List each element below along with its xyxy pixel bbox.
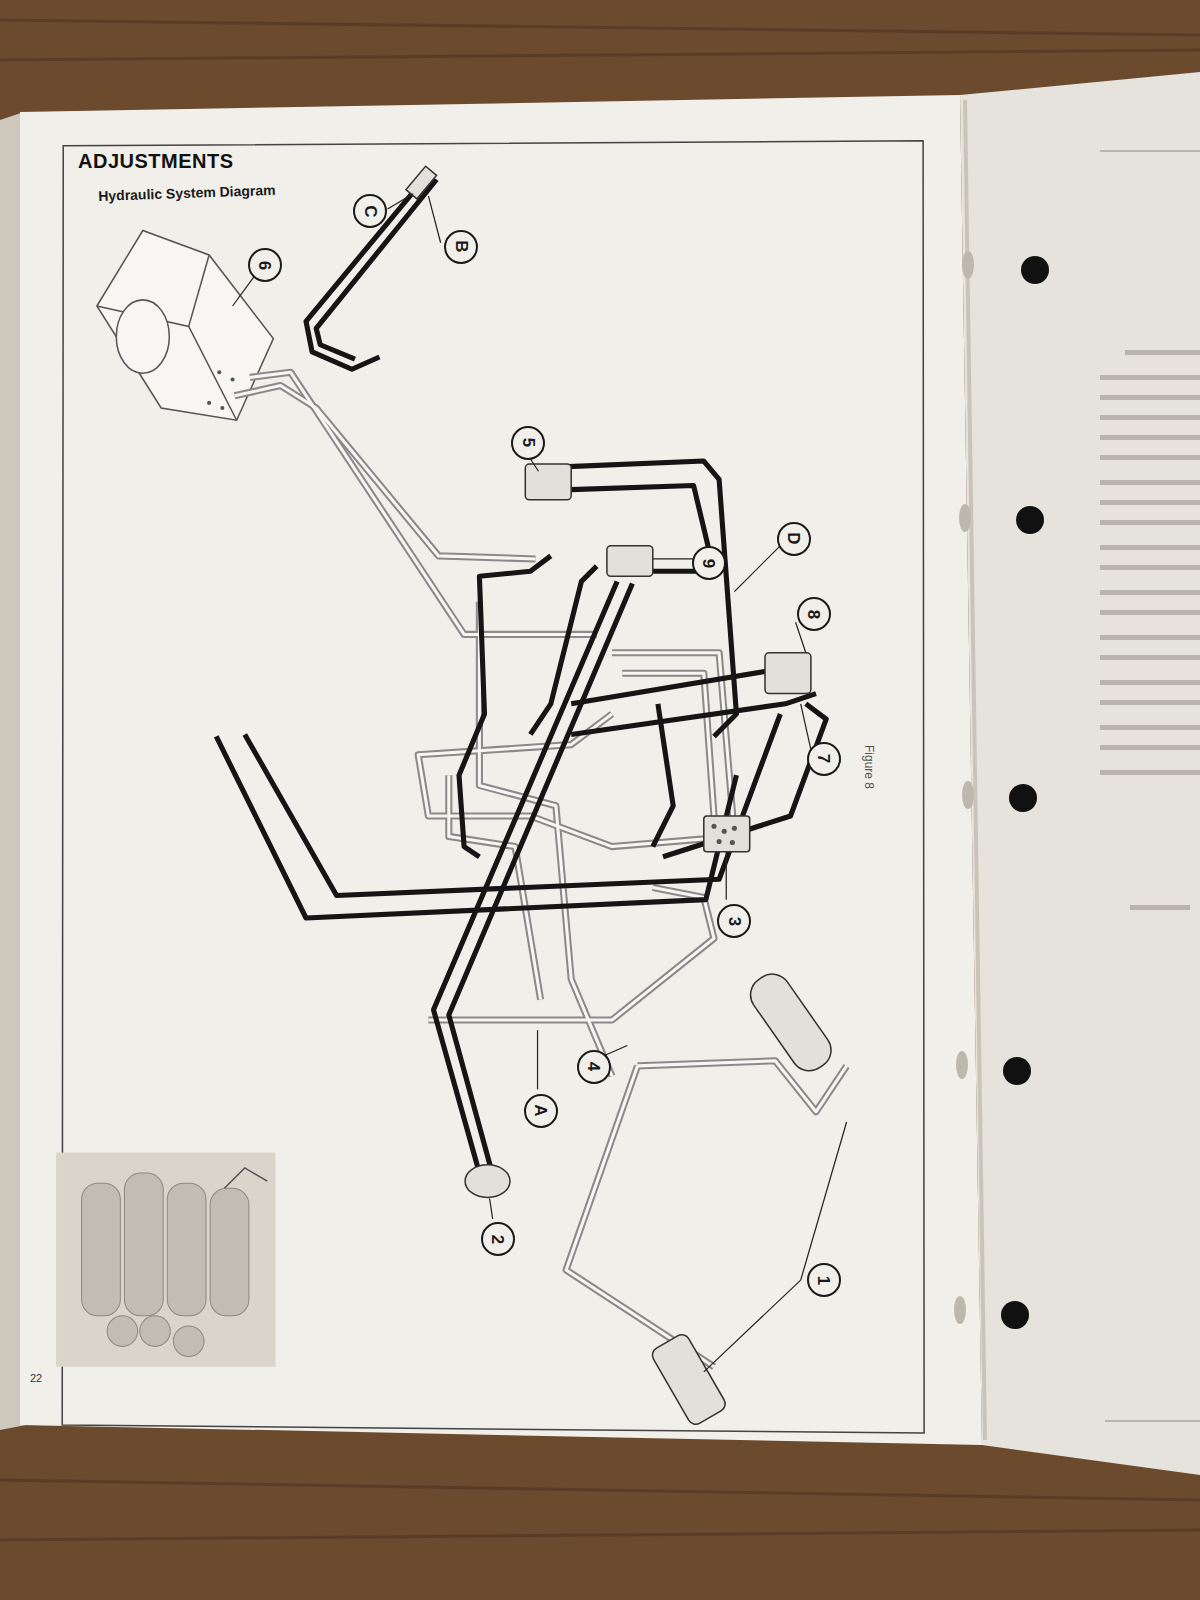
callout-circle: B [444, 230, 478, 264]
section-heading: ADJUSTMENTS [78, 150, 234, 173]
callout-circle: 2 [481, 1222, 515, 1256]
callout-circle: 6 [248, 248, 282, 282]
callout-circle: 8 [797, 597, 831, 631]
callout-number: D [785, 532, 802, 544]
callout-number: B [453, 241, 470, 253]
figure-caption: Figure 8 [862, 745, 876, 789]
callout-circle: 3 [717, 904, 751, 938]
callout-number: 6 [257, 260, 274, 269]
page-number: 22 [30, 1372, 42, 1384]
callout-number: 2 [489, 1235, 506, 1244]
callout-number: 1 [816, 1275, 833, 1284]
callout-circle: 1 [807, 1263, 841, 1297]
callout-circle: D [777, 522, 811, 556]
callout-circle: 4 [577, 1050, 611, 1084]
callout-number: C [362, 205, 379, 217]
callout-circle: 7 [807, 742, 841, 776]
callout-number: 7 [816, 754, 833, 763]
callout-number: 9 [700, 558, 717, 567]
callout-number: 4 [585, 1062, 602, 1071]
callout-circle: C [353, 194, 387, 228]
diagram-title: Hydraulic System Diagram [98, 182, 276, 204]
callout-circle: 5 [511, 426, 545, 460]
callout-number: 8 [805, 609, 822, 618]
callout-number: 3 [726, 916, 743, 925]
callout-number: A [532, 1105, 549, 1117]
callout-number: 5 [520, 438, 537, 447]
callout-circle: 9 [692, 546, 726, 580]
callout-circle: A [524, 1094, 558, 1128]
